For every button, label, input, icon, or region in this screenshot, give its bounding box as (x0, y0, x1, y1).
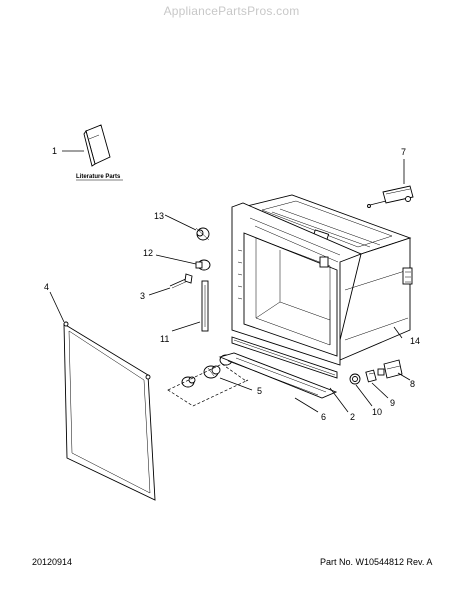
lock-switch[interactable] (377, 359, 403, 379)
literature-label: Literature Parts (76, 174, 121, 180)
callout-11: 11 (160, 334, 169, 344)
leader-4 (49, 291, 65, 323)
control-panel-trim[interactable] (218, 352, 338, 399)
door-gasket[interactable] (63, 321, 156, 501)
knob-group-outline (167, 363, 247, 407)
leader-14 (393, 326, 403, 339)
leader-6 (294, 397, 319, 413)
leader-8 (397, 372, 411, 381)
callout-13: 13 (154, 211, 164, 221)
callout-7: 7 (401, 147, 406, 157)
callout-14: 14 (410, 336, 420, 346)
leader-10 (355, 384, 373, 407)
callout-2: 2 (350, 412, 355, 422)
footer-part-number: Part No. W10544812 Rev. A (320, 557, 433, 567)
hinge-bar[interactable] (201, 280, 209, 332)
oven-cavity-body[interactable] (231, 194, 413, 366)
literature-booklet[interactable] (83, 124, 111, 167)
callout-12: 12 (143, 248, 153, 258)
callout-6: 6 (321, 412, 326, 422)
leader-2 (329, 387, 349, 413)
callout-4: 4 (44, 282, 49, 292)
leader-9 (371, 382, 389, 399)
door-switch[interactable] (349, 373, 361, 385)
callout-8: 8 (410, 379, 415, 389)
panel-link (245, 379, 249, 382)
leader-12 (155, 254, 197, 265)
footer-date: 20120914 (32, 557, 73, 567)
leader-3 (148, 287, 171, 296)
leader-13 (164, 214, 197, 231)
control-knob-2[interactable] (203, 365, 221, 379)
control-knob-1[interactable] (181, 376, 196, 388)
wire-connector[interactable] (365, 369, 377, 383)
leader-11 (171, 321, 201, 332)
mounting-clip[interactable] (195, 259, 211, 271)
callout-9: 9 (390, 398, 395, 408)
callout-1: 1 (52, 146, 57, 156)
screw[interactable] (169, 273, 193, 289)
front-strip[interactable] (231, 336, 338, 379)
watermark: AppliancePartsPros.com (163, 4, 300, 18)
callout-10: 10 (372, 407, 382, 417)
callout-5: 5 (257, 386, 262, 396)
callout-3: 3 (140, 291, 145, 301)
vent-bracket[interactable] (367, 185, 414, 208)
thermostat-knob[interactable] (195, 227, 210, 241)
leader-5 (219, 377, 253, 391)
